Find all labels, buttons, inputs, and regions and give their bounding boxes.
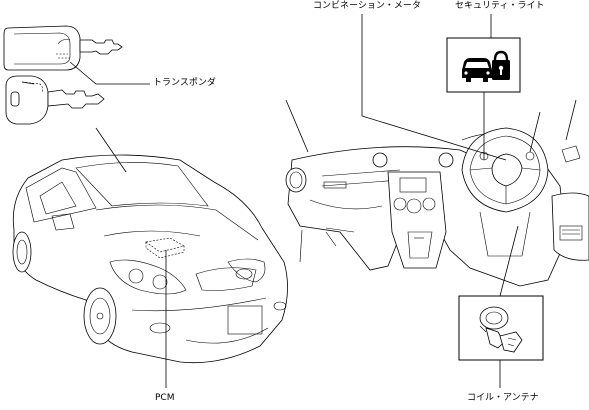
coil-antenna-callout-box bbox=[458, 295, 544, 361]
security-light-label: セキュリティ・ライト bbox=[455, 1, 545, 11]
transponder-leader-1 bbox=[69, 61, 150, 85]
car-illustration bbox=[12, 127, 288, 364]
coil-antenna-illustration bbox=[479, 306, 523, 353]
car-with-padlock-icon bbox=[462, 50, 510, 82]
transponder-leader-2 bbox=[21, 81, 35, 85]
dashboard-illustration bbox=[285, 99, 589, 287]
key-bottom-illustration bbox=[5, 75, 105, 125]
key-top-illustration bbox=[3, 25, 123, 71]
coil-antenna-label: コイル・アンテナ bbox=[467, 393, 539, 403]
coil-antenna-leader-top bbox=[499, 225, 519, 297]
combination-meter-leader bbox=[361, 14, 507, 161]
pcm-label: PCM bbox=[155, 393, 175, 403]
transponder-label: トランスポンダ bbox=[153, 78, 216, 88]
combination-meter-label: コンビネーション・メータ bbox=[313, 1, 421, 11]
